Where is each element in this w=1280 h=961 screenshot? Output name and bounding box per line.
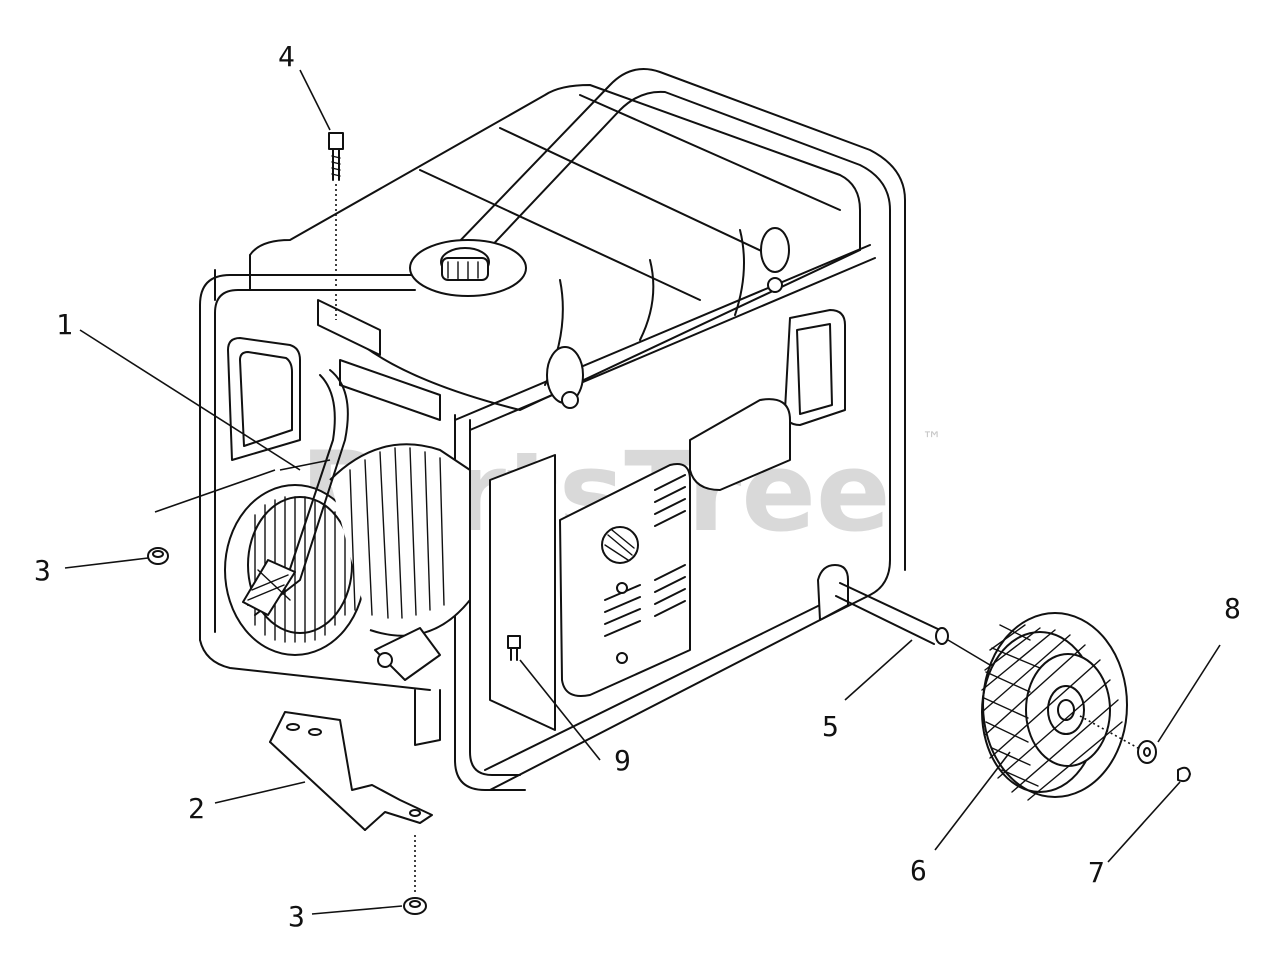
- fuel-tank: [249, 84, 861, 411]
- alternator: [224, 369, 471, 681]
- callout-3-upper: 3: [34, 554, 51, 587]
- part-3-nut-lower: [403, 835, 427, 915]
- part-7-clip: [1177, 766, 1191, 783]
- leader-lines: [64, 69, 1221, 915]
- part-6-wheel: [981, 612, 1128, 801]
- callout-4: 4: [278, 40, 295, 73]
- part-8-washer: [1079, 715, 1157, 764]
- part-3-nut-upper: [147, 547, 169, 565]
- callout-8: 8: [1224, 592, 1241, 625]
- callout-labels: 1 2 3 3 4 5 6 7 8 9: [34, 40, 1241, 933]
- watermark-trademark: ™: [922, 427, 942, 451]
- callout-9: 9: [614, 744, 631, 777]
- front-mount: [414, 689, 441, 746]
- callout-3-lower: 3: [288, 900, 305, 933]
- callout-7: 7: [1088, 856, 1105, 889]
- callout-5: 5: [822, 710, 839, 743]
- part-9-bolt: [507, 635, 521, 661]
- callout-6: 6: [910, 854, 927, 887]
- callout-1: 1: [56, 308, 73, 341]
- engine: [489, 309, 846, 731]
- part-2-bracket: [269, 711, 433, 831]
- callout-2: 2: [188, 792, 205, 825]
- part-4-bolt: [328, 132, 344, 320]
- part-5-axle: [817, 564, 991, 666]
- control-panel: [227, 299, 441, 461]
